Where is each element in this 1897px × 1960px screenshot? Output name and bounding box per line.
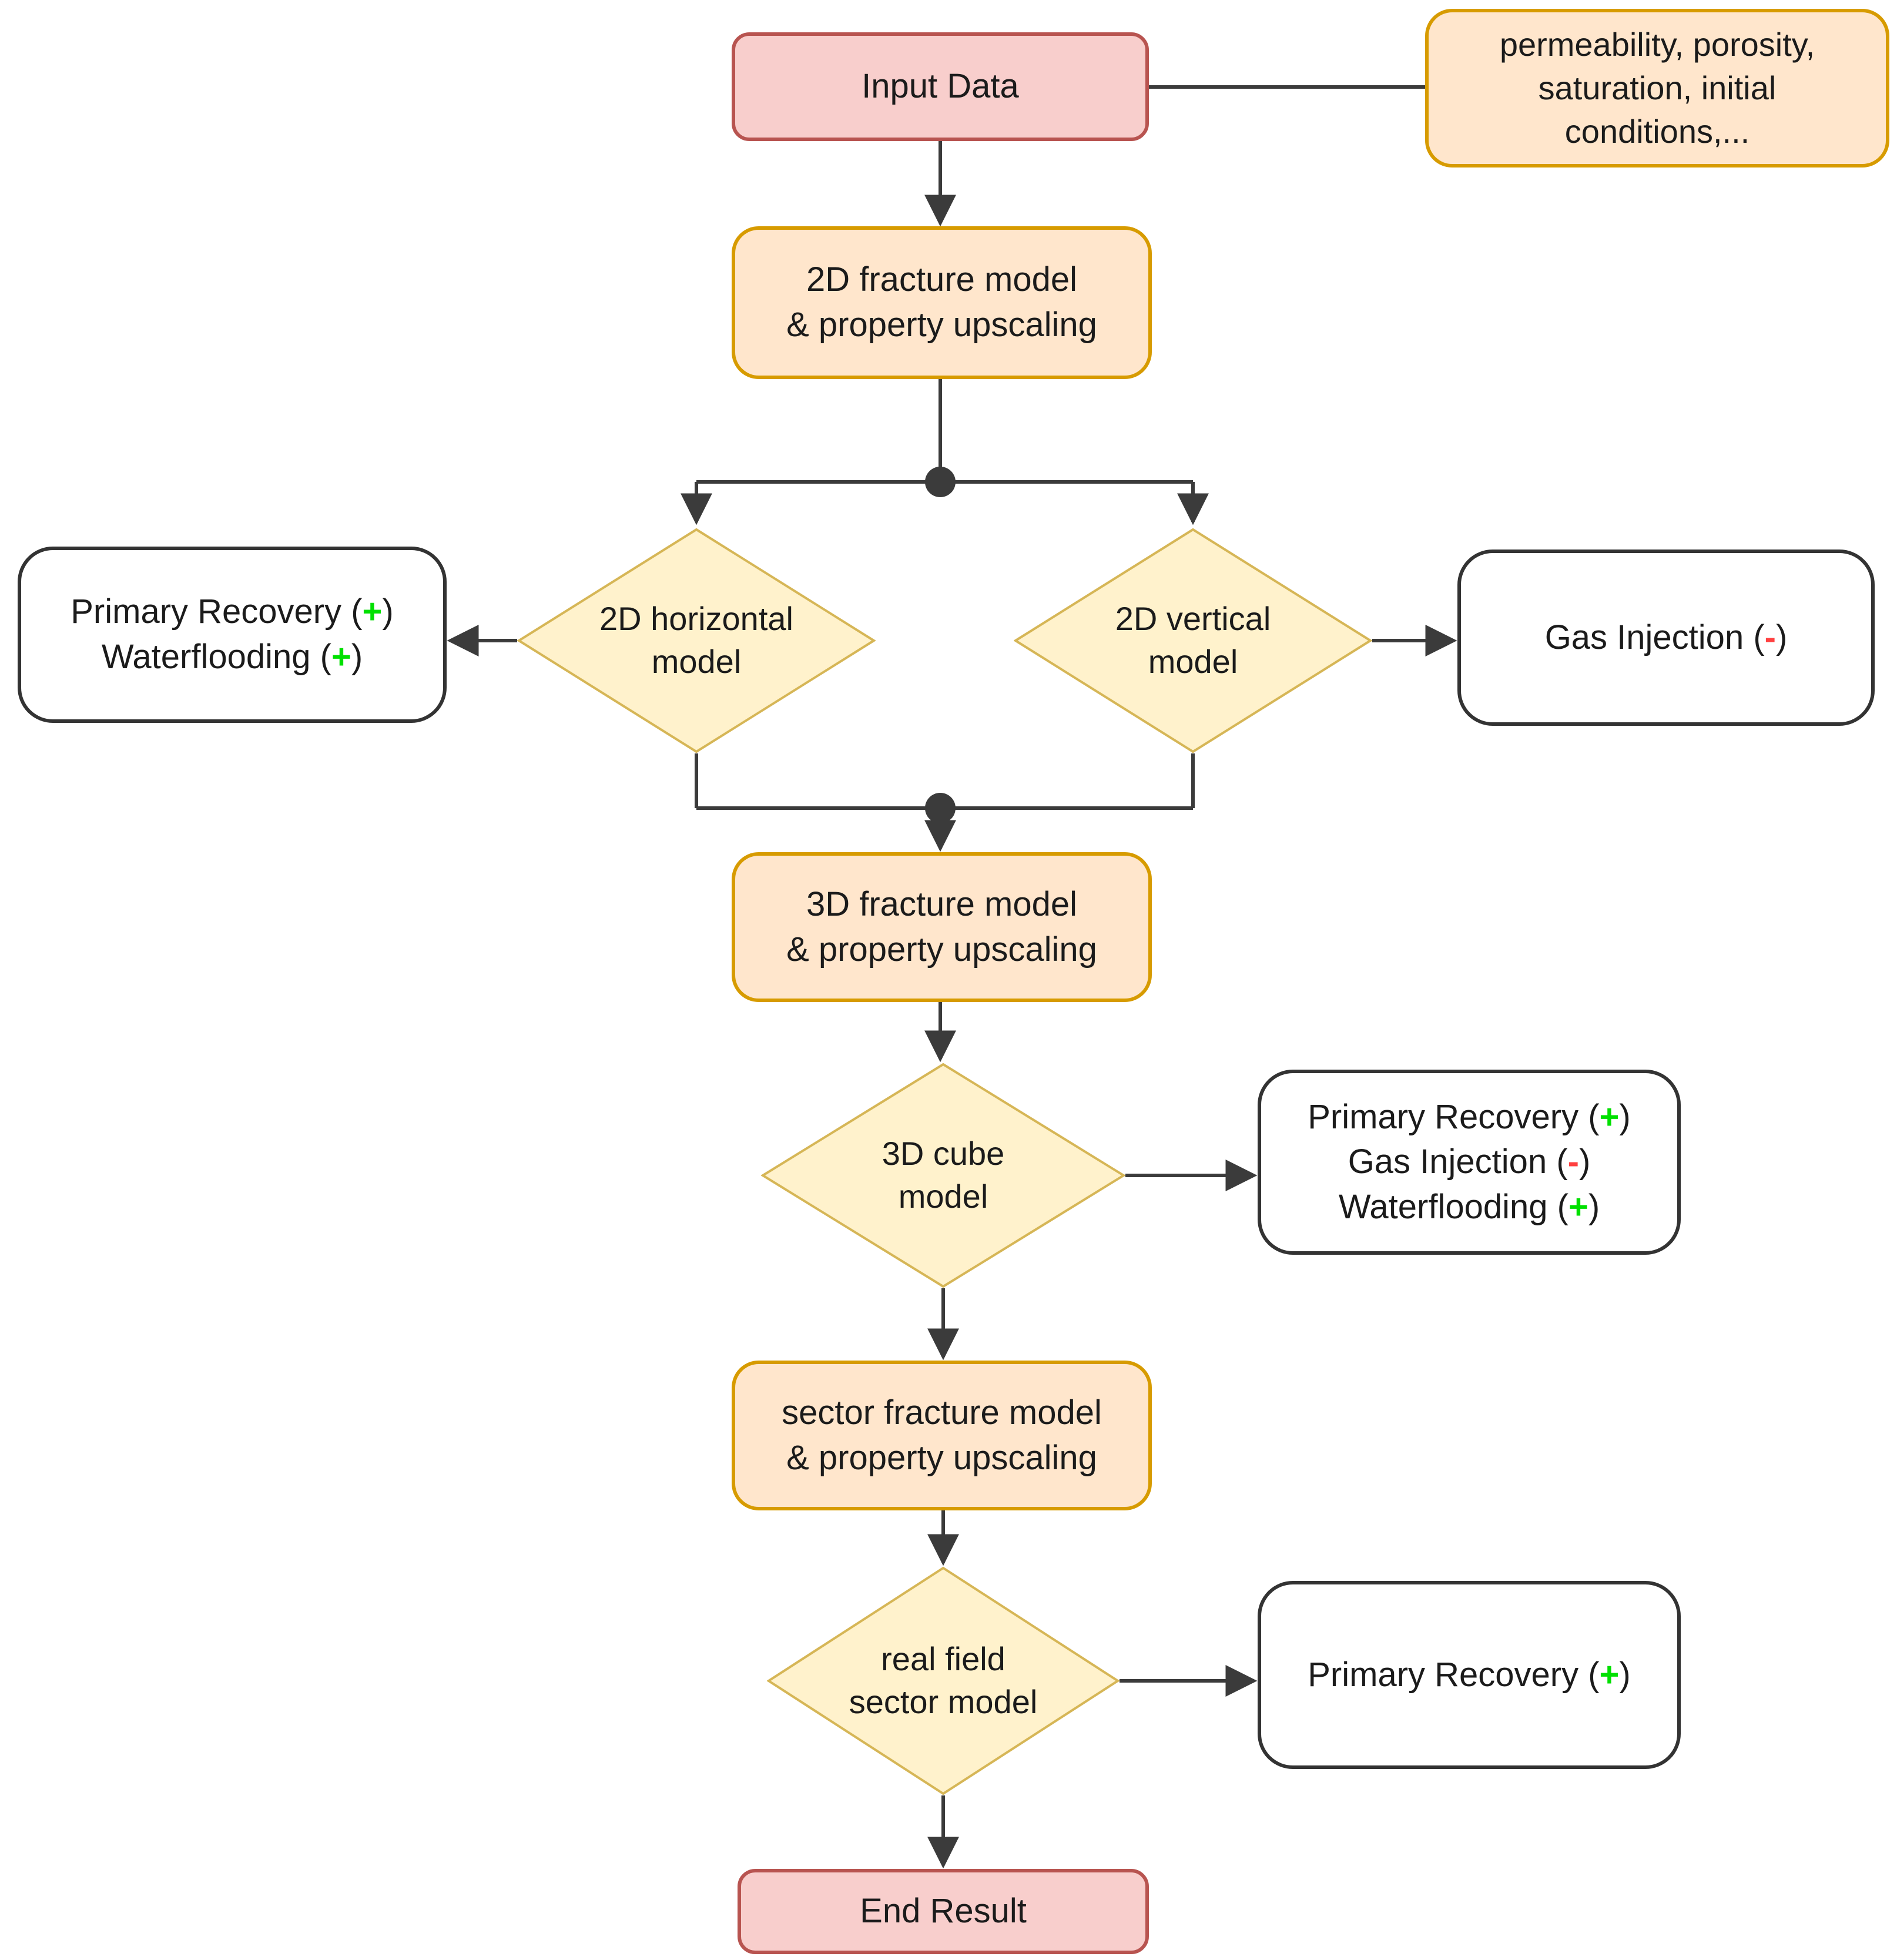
- diamond-shape: [767, 1566, 1120, 1795]
- result-text: ): [351, 638, 363, 676]
- decision-real-field-sector-model: real field sector model: [767, 1566, 1120, 1795]
- result-text: ): [1619, 1097, 1631, 1136]
- result-text: Gas Injection (: [1544, 618, 1765, 656]
- node-label-line: 3D fracture model: [806, 884, 1077, 923]
- result-sign: +: [362, 592, 383, 631]
- decision-3d-cube-model: 3D cube model: [761, 1063, 1125, 1288]
- result-cube-outcomes: Primary Recovery (+) Gas Injection (-) W…: [1258, 1070, 1681, 1255]
- node-label-line: 2D vertical: [1115, 600, 1271, 638]
- result-line: Waterflooding (+): [1339, 1185, 1600, 1230]
- node-label-line: real field: [881, 1640, 1006, 1678]
- decision-2d-horizontal-model: 2D horizontal model: [517, 528, 876, 753]
- node-label-line: permeability, porosity,: [1499, 26, 1815, 63]
- node-label-line: model: [651, 643, 742, 680]
- node-label-line: 3D cube: [882, 1135, 1005, 1172]
- diamond-shape: [1014, 528, 1372, 753]
- decision-label: 3D cube model: [761, 1063, 1125, 1288]
- result-line: Waterflooding (+): [102, 635, 363, 680]
- result-text: Gas Injection (: [1348, 1143, 1568, 1181]
- node-end-result: End Result: [738, 1869, 1149, 1954]
- result-text: Primary Recovery (: [1308, 1097, 1600, 1136]
- result-text: Primary Recovery (: [1308, 1655, 1600, 1694]
- result-text: ): [1775, 618, 1788, 656]
- decision-label: 2D vertical model: [1014, 528, 1372, 753]
- result-line: Primary Recovery (+): [71, 589, 394, 635]
- result-real-field-primary-recovery: Primary Recovery (+): [1258, 1581, 1681, 1769]
- result-sign: -: [1764, 618, 1776, 656]
- node-label: Input Data: [862, 67, 1019, 106]
- decision-label: real field sector model: [767, 1566, 1120, 1795]
- decision-label: 2D horizontal model: [517, 528, 876, 753]
- node-label-line: model: [1148, 643, 1238, 680]
- result-text: ): [1588, 1187, 1600, 1226]
- node-label-line: conditions,...: [1564, 112, 1750, 150]
- result-sign: +: [1599, 1655, 1620, 1694]
- result-text: ): [382, 592, 394, 631]
- node-sector-fracture-model: sector fracture model & property upscali…: [732, 1361, 1152, 1510]
- result-line: Gas Injection (-): [1545, 615, 1788, 661]
- diamond-shape: [517, 528, 876, 753]
- result-line: Primary Recovery (+): [1308, 1653, 1631, 1698]
- result-gas-injection: Gas Injection (-): [1457, 550, 1875, 726]
- node-label-line: & property upscaling: [786, 306, 1097, 344]
- node-2d-fracture-model: 2D fracture model & property upscaling: [732, 226, 1152, 379]
- result-text: Waterflooding (: [1338, 1187, 1568, 1226]
- node-label-line: sector fracture model: [782, 1393, 1102, 1432]
- diamond-shape: [761, 1063, 1125, 1288]
- result-primary-recovery-waterflooding: Primary Recovery (+) Waterflooding (+): [18, 547, 447, 723]
- node-3d-fracture-model: 3D fracture model & property upscaling: [732, 852, 1152, 1002]
- result-text: Waterflooding (: [101, 638, 331, 676]
- result-line: Primary Recovery (+): [1308, 1095, 1631, 1140]
- junction-dot-split: [925, 467, 956, 497]
- result-sign: -: [1567, 1143, 1579, 1181]
- node-input-data: Input Data: [732, 32, 1149, 141]
- result-sign: +: [331, 638, 351, 676]
- result-text: Primary Recovery (: [71, 592, 363, 631]
- node-label-line: saturation, initial: [1538, 69, 1777, 107]
- result-line: Gas Injection (-): [1348, 1140, 1591, 1185]
- node-label-line: 2D fracture model: [806, 260, 1077, 299]
- result-text: ): [1619, 1655, 1631, 1694]
- decision-2d-vertical-model: 2D vertical model: [1014, 528, 1372, 753]
- result-sign: +: [1599, 1097, 1620, 1136]
- node-label-line: & property upscaling: [786, 1438, 1097, 1477]
- node-label-line: 2D horizontal: [599, 600, 793, 638]
- node-label: End Result: [860, 1892, 1027, 1931]
- node-label-line: & property upscaling: [786, 930, 1097, 969]
- result-text: ): [1578, 1143, 1591, 1181]
- node-label-line: sector model: [849, 1683, 1038, 1720]
- node-parameters-annotation: permeability, porosity, saturation, init…: [1425, 9, 1889, 167]
- result-sign: +: [1568, 1187, 1588, 1226]
- node-label-line: model: [898, 1178, 988, 1215]
